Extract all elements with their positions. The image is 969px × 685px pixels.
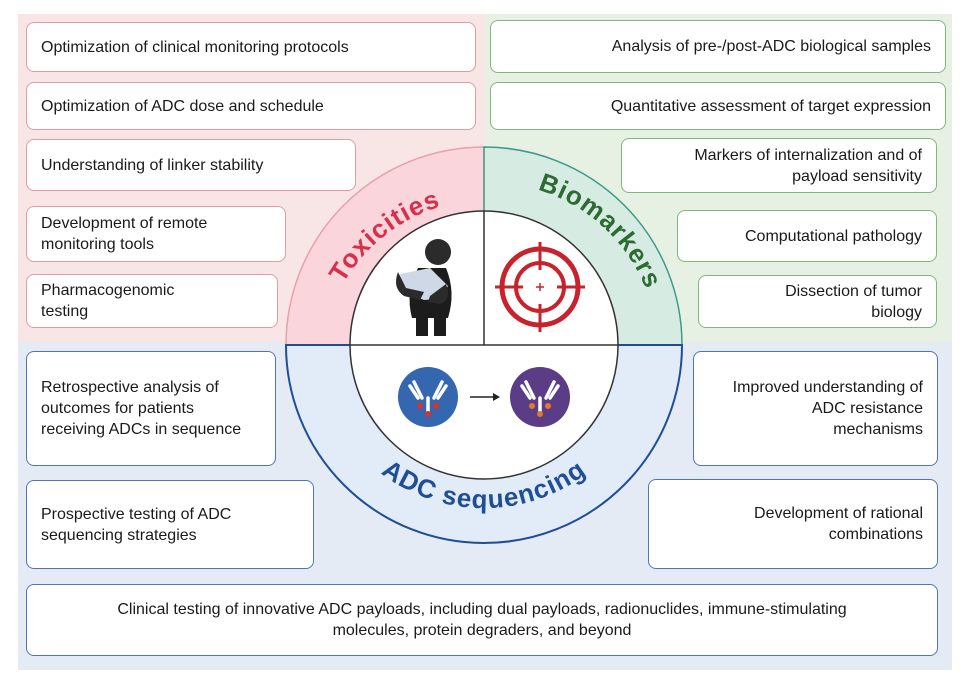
biomarkers-item: Computational pathology bbox=[677, 210, 937, 262]
sequencing-item: Retrospective analysis of outcomes for p… bbox=[26, 351, 276, 466]
toxicities-item: Optimization of ADC dose and schedule bbox=[26, 82, 476, 130]
toxicities-item: Pharmacogenomic testing bbox=[26, 274, 278, 328]
biomarkers-item-text: Dissection of tumor biology bbox=[785, 282, 922, 321]
sequencing-item: Clinical testing of innovative ADC paylo… bbox=[26, 584, 938, 656]
sequencing-item-text: Development of rational combinations bbox=[754, 505, 923, 543]
biomarkers-item-text: Computational pathology bbox=[744, 227, 922, 245]
biomarkers-item-text: Analysis of pre-/post-ADC biological sam… bbox=[611, 38, 931, 55]
sequencing-item-text: Clinical testing of innovative ADC paylo… bbox=[117, 601, 847, 639]
biomarkers-item-text: Markers of internalization and of payloa… bbox=[694, 146, 922, 185]
toxicities-item: Optimization of clinical monitoring prot… bbox=[26, 22, 476, 72]
biomarkers-item: Dissection of tumor biology bbox=[698, 275, 937, 328]
sequencing-item: Improved understanding of ADC resistance… bbox=[693, 351, 938, 466]
sequencing-item-text: Improved understanding of ADC resistance… bbox=[732, 379, 923, 438]
toxicities-item-text: Optimization of ADC dose and schedule bbox=[41, 97, 324, 115]
toxicities-item: Understanding of linker stability bbox=[26, 139, 356, 191]
toxicities-item-text: Optimization of clinical monitoring prot… bbox=[41, 38, 349, 56]
sequencing-item: Prospective testing of ADC sequencing st… bbox=[26, 480, 314, 569]
antibody-switch-icon bbox=[398, 367, 570, 427]
patient-stomach-pain-icon bbox=[396, 239, 452, 336]
toxicities-item-text: Development of remote monitoring tools bbox=[41, 215, 208, 253]
biomarkers-item: Quantitative assessment of target expres… bbox=[490, 82, 946, 130]
biomarkers-item: Markers of internalization and of payloa… bbox=[621, 138, 937, 193]
toxicities-item: Development of remote monitoring tools bbox=[26, 206, 286, 262]
toxicities-item-text: Pharmacogenomic testing bbox=[41, 282, 175, 320]
biomarkers-item: Analysis of pre-/post-ADC biological sam… bbox=[490, 20, 946, 73]
biomarkers-item-text: Quantitative assessment of target expres… bbox=[610, 97, 931, 115]
target-crosshair-icon bbox=[495, 242, 585, 332]
sequencing-item-text: Prospective testing of ADC sequencing st… bbox=[41, 505, 232, 544]
toxicities-item-text: Understanding of linker stability bbox=[41, 156, 264, 174]
sequencing-item-text: Retrospective analysis of outcomes for p… bbox=[41, 379, 242, 438]
sequencing-item: Development of rational combinations bbox=[648, 479, 938, 569]
